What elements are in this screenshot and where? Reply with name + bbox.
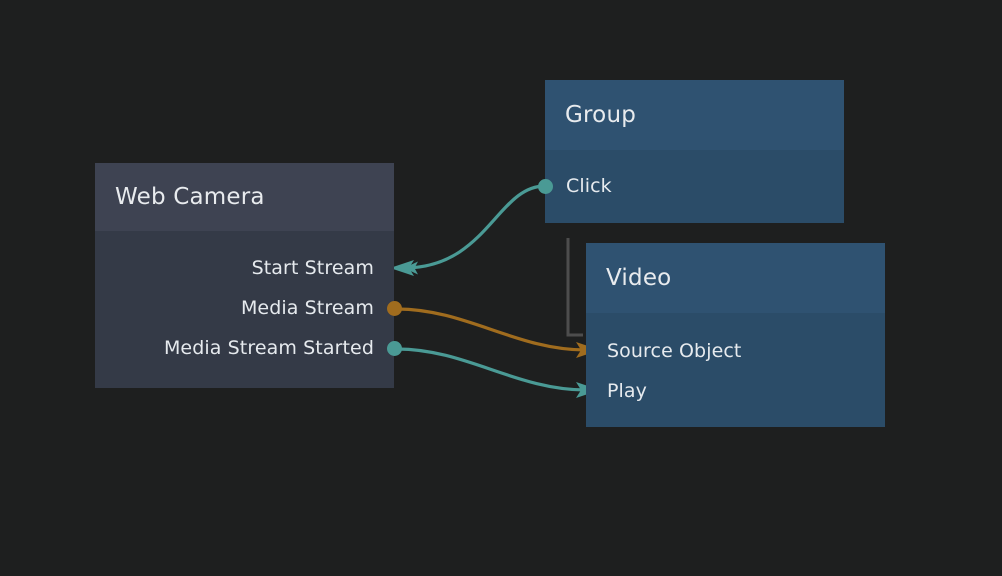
port-media-stream-label: Media Stream (240, 297, 374, 319)
node-video-title: Video (606, 265, 672, 291)
node-web-camera[interactable]: Web Camera Start Stream Media Stream Med… (95, 163, 402, 388)
node-group[interactable]: Group Click (537, 80, 844, 223)
port-start-stream[interactable]: Start Stream (95, 248, 394, 288)
node-video-body: Source Object Play (586, 313, 885, 427)
port-media-stream-started-label: Media Stream Started (163, 337, 374, 359)
node-group-header[interactable]: Group (545, 80, 844, 150)
port-media-stream[interactable]: Media Stream (95, 288, 402, 328)
node-web-camera-body: Start Stream Media Stream Media Stream S… (95, 231, 402, 388)
port-play-label: Play (607, 380, 648, 402)
node-web-camera-header[interactable]: Web Camera (95, 163, 394, 231)
port-media-stream-started[interactable]: Media Stream Started (95, 328, 402, 368)
node-web-camera-title: Web Camera (115, 184, 265, 210)
port-media-stream-dot[interactable] (386, 300, 402, 316)
edge-click-to-start-stream (390, 184, 547, 276)
port-play[interactable]: Play (586, 371, 885, 411)
port-click-label: Click (566, 175, 612, 197)
node-group-body: Click (537, 150, 844, 223)
node-video[interactable]: Video Source Object Play (586, 243, 885, 427)
edge-media-stream-started-to-play (395, 347, 600, 398)
edge-media-stream-to-source-object (395, 307, 600, 358)
group-video-bracket (566, 238, 583, 337)
node-group-title: Group (565, 102, 637, 128)
port-source-object-label: Source Object (607, 340, 742, 362)
port-click[interactable]: Click (537, 166, 844, 206)
node-video-header[interactable]: Video (586, 243, 885, 313)
port-start-stream-label: Start Stream (251, 257, 374, 279)
port-source-object[interactable]: Source Object (586, 331, 885, 371)
port-media-stream-started-dot[interactable] (386, 340, 402, 356)
port-click-dot[interactable] (537, 178, 553, 194)
